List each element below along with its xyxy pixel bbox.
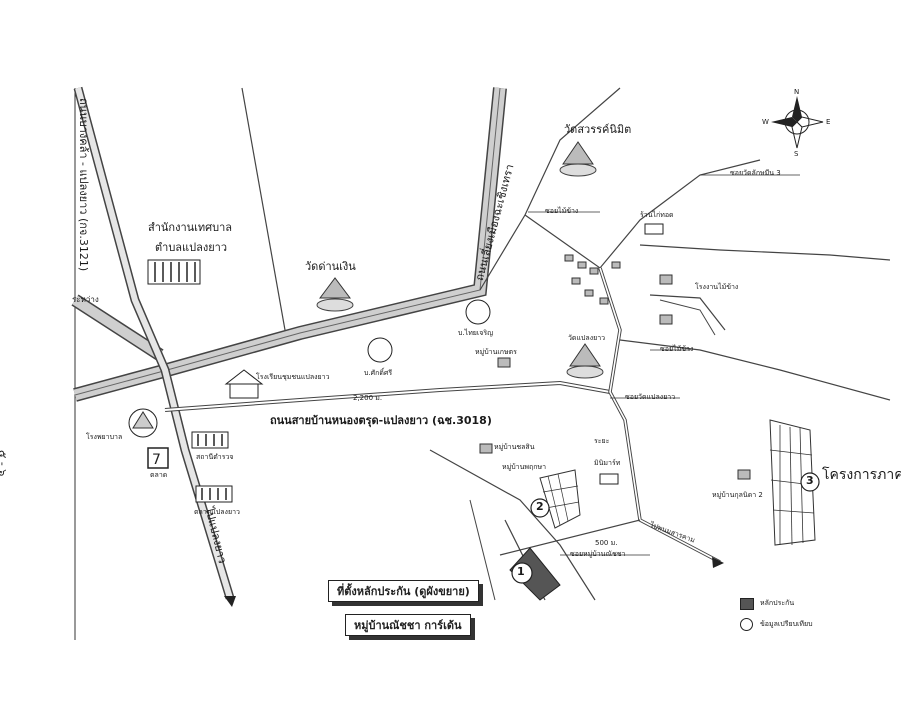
soi-natcha-3[interactable] (469, 499, 496, 601)
diagonal-highway-centerline (74, 87, 501, 396)
arrow-to-plaeng-yao (224, 596, 236, 607)
school-icon (224, 369, 264, 399)
shop-icon (644, 223, 664, 235)
factory-road-2[interactable] (659, 299, 716, 336)
legend-collateral-swatch (740, 598, 754, 610)
road-east-branch[interactable] (524, 159, 761, 269)
road-3018[interactable] (164, 381, 611, 411)
soi-natcha[interactable] (499, 519, 641, 556)
shop-1-label: ร้านไก่ทอด (640, 211, 674, 219)
seven-eleven-area-label: ตลาด (150, 471, 168, 479)
house-cluster-icon (564, 254, 621, 305)
callout-lines (528, 174, 800, 556)
project-3-outline (769, 419, 816, 546)
marker-1-number: 1 (517, 565, 525, 578)
left-road[interactable] (72, 295, 163, 360)
seven-eleven-icon: 7 (147, 447, 169, 469)
wat-dan-ngoen-label: วัดด่านเงิน (305, 260, 356, 273)
compass-rose-icon (771, 96, 824, 149)
east-upper-road[interactable] (639, 244, 891, 261)
distance-main-label: 2,200 ม. (353, 394, 383, 402)
soi-3-label: ซอยไม้ข้าง (660, 345, 694, 353)
south-road[interactable] (599, 267, 721, 563)
village-4-label: หมู่บ้านกุลนิดา 2 (712, 491, 763, 499)
svg-text:7: 7 (152, 452, 161, 468)
south-road-outline (598, 267, 721, 564)
compass-north: N (794, 88, 800, 96)
wat-plaeng-yao-label: วัดแปลงยาว (568, 334, 606, 342)
temple-icon-plaeng-yao (566, 343, 604, 379)
thin-road-north[interactable] (241, 87, 286, 331)
village-2-label: หมู่บ้านพฤกษา (502, 463, 547, 471)
arrow-to-east (712, 557, 724, 568)
municipal-office-label-1: สำนักงานเทศบาล (148, 221, 233, 234)
minimart-icon (599, 473, 619, 485)
road-to-1-label: ซอยหมู่บ้านณัชชา (570, 550, 626, 558)
side-page-mark: ๕ - ๖ (0, 450, 12, 476)
subdivision-text: หมู่บ้านณัชชา การ์เด้น (354, 619, 462, 632)
factory-road[interactable] (649, 294, 726, 331)
road-to-wat-sawan[interactable] (479, 87, 621, 291)
market-label: ตลาดแปลงยาว (194, 508, 240, 516)
municipal-office-label-2: ตำบลแปลงยาว (155, 241, 228, 254)
village-2-outline (539, 469, 581, 529)
legend-landmark-swatch (740, 618, 753, 631)
village-3-label: หมู่บ้านชลสิน (494, 443, 535, 451)
village-icons (479, 274, 751, 480)
legend-collateral-label: หลักประกัน (760, 599, 795, 607)
market-icon (195, 485, 233, 503)
road-3121-label: ถนนบางคล้า - แปลงยาว (กจ.3121) (77, 98, 90, 272)
municipal-office-icon (147, 259, 201, 285)
temple-icon-sawan-nimit (559, 141, 597, 177)
distance-east-label: ระยะ (594, 437, 610, 445)
subdivision-box: หมู่บ้านณัชชา การ์เด้น (345, 614, 471, 636)
legend-landmark-label: ข้อมูลเปรียบเทียบ (760, 620, 813, 628)
wat-sawan-nimit-label: วัดสวรรค์นิมิต (564, 123, 632, 136)
collateral-location-box: ที่ตั้งหลักประกัน (ดูผังขยาย) (328, 580, 479, 602)
soi-1-label: ซอยไม้ข้าง (545, 207, 579, 215)
compass-west: W (762, 118, 769, 126)
soi-4-label: ซอยวัดแปลงยาว (625, 393, 676, 401)
police-icon (191, 431, 229, 449)
left-road-label: ระหว่าง (72, 295, 99, 304)
landmark-circle-2[interactable] (465, 299, 491, 325)
road-to-collateral[interactable] (429, 449, 596, 601)
circle-1-label: บ.ศักดิ์ศรี (364, 369, 393, 377)
circle-2-label: บ.ไทยเจริญ (458, 329, 494, 337)
temple-icon-dan-ngoen (316, 277, 354, 312)
compass-east: E (826, 118, 831, 126)
village-1-label: หมู่บ้านเกษตร (475, 348, 517, 356)
soi-2-label: ซอยวัดลักษมีน 3 (730, 169, 781, 177)
soi-mai-khang[interactable] (619, 339, 891, 401)
marker-3-number: 3 (806, 474, 814, 487)
factory-label: โรงงานไม้ข้าง (695, 283, 739, 291)
collateral-location-text: ที่ตั้งหลักประกัน (ดูผังขยาย) (337, 585, 470, 598)
collateral-parcel[interactable] (509, 547, 561, 601)
project-3-label: โครงการภาคดี (822, 467, 901, 483)
minimart-label: มินิมาร์ท (594, 459, 621, 467)
compass-south: S (794, 150, 799, 158)
distance-south-label: 500 ม. (595, 539, 618, 547)
hospital-label: โรงพยาบาล (86, 433, 123, 441)
marker-3[interactable] (800, 472, 820, 492)
landmark-circle-1[interactable] (367, 337, 393, 363)
village-2-lots (542, 473, 580, 526)
hospital-icon (128, 408, 158, 438)
main-road-label: ถนนสายบ้านหนองตรุด-แปลงยาว (ฉช.3018) (270, 414, 492, 427)
marker-2[interactable] (530, 498, 550, 518)
police-label: สถานีตำรวจ (196, 453, 234, 461)
marker-1[interactable] (511, 562, 533, 584)
school-label: โรงเรียนชุมชนแปลงยาว (256, 373, 330, 381)
marker-2-number: 2 (536, 500, 544, 513)
